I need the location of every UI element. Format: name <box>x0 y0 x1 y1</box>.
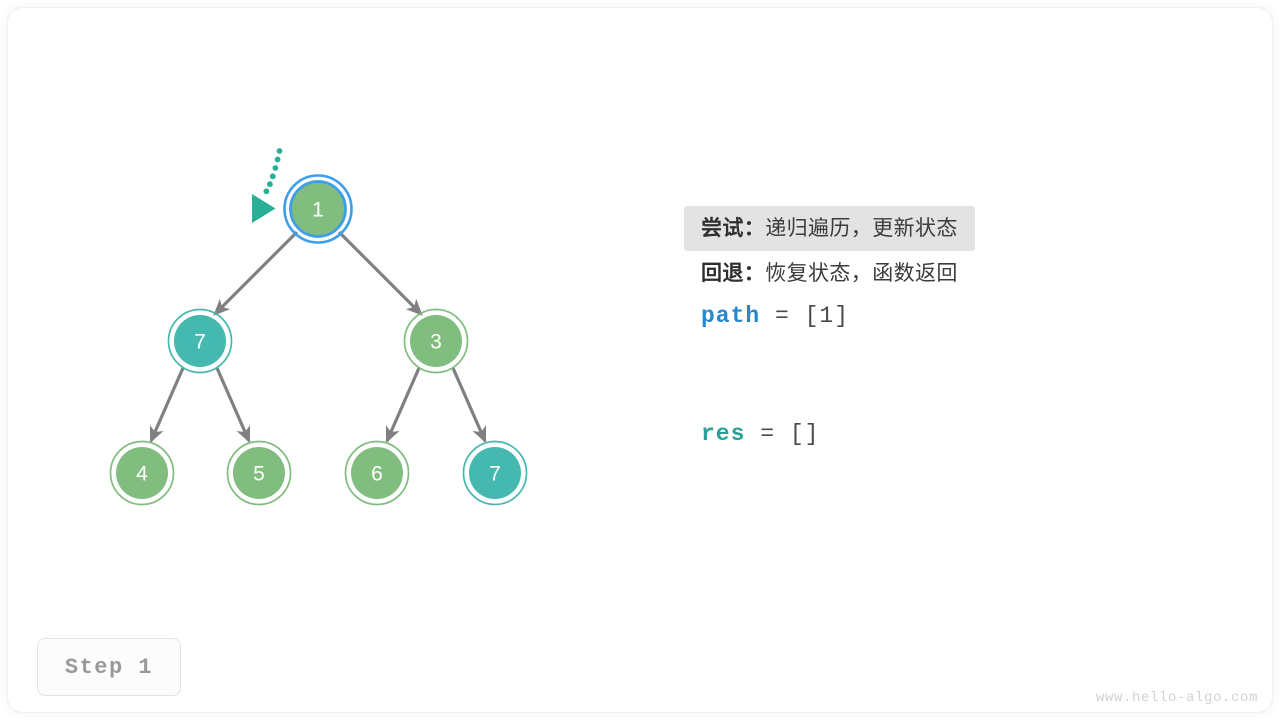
node-value-label: 7 <box>194 331 206 354</box>
node-outer-ring <box>462 440 528 506</box>
cursor-trail-dot <box>272 165 279 171</box>
try-line: 尝试：递归遍历，更新状态 <box>684 206 975 251</box>
backtrack-row: 回退：恢复状态，函数返回 <box>684 251 1244 296</box>
path-state-line: path = [1] <box>684 296 1244 336</box>
tree-node-7[interactable]: 7 <box>462 440 528 506</box>
try-text: 递归遍历，更新状态 <box>765 217 958 240</box>
node-body <box>116 447 168 499</box>
node-body <box>289 180 347 238</box>
backtrack-text: 恢复状态，函数返回 <box>765 262 958 285</box>
traversal-cursor-icon <box>252 148 283 223</box>
cursor-trail-dot <box>276 148 283 154</box>
node-value-label: 4 <box>136 463 148 486</box>
figure-card <box>8 8 1272 712</box>
state-panel: 尝试：递归遍历，更新状态 回退：恢复状态，函数返回 path = [1] res… <box>684 206 1244 454</box>
tree-node-6[interactable]: 6 <box>344 440 410 506</box>
edge-n3-n7 <box>451 367 487 444</box>
backtrack-label: 回退： <box>701 262 766 285</box>
edge-n1-n3 <box>337 230 423 316</box>
tree-node-5[interactable]: 5 <box>226 440 292 506</box>
node-outer-ring <box>344 440 410 506</box>
step-badge-label: Step 1 <box>64 654 154 680</box>
res-variable-value: = [] <box>745 421 820 447</box>
tree-node-4[interactable]: 4 <box>109 440 175 506</box>
node-outer-ring <box>226 440 292 506</box>
step-badge: Step 1 <box>37 638 181 696</box>
tree-node-3[interactable]: 3 <box>403 308 469 374</box>
path-variable-value: = [1] <box>760 303 850 329</box>
tree-node-1[interactable]: 1 <box>283 174 353 244</box>
cursor-trail-dot <box>269 173 276 180</box>
cursor-arrowhead-icon <box>252 194 276 223</box>
node-value-label: 3 <box>430 331 442 354</box>
cursor-trail-dot <box>263 188 270 195</box>
node-body <box>174 315 226 367</box>
edge-n2-n4 <box>149 367 185 444</box>
try-label: 尝试： <box>701 217 766 240</box>
res-state-line: res = [] <box>684 414 1244 454</box>
node-body <box>410 315 462 367</box>
node-outer-ring <box>283 174 353 244</box>
panel-spacer <box>684 336 1244 414</box>
node-value-label: 5 <box>253 463 265 486</box>
node-body <box>469 447 521 499</box>
node-outer-ring <box>403 308 469 374</box>
backtrack-line: 回退：恢复状态，函数返回 <box>684 251 975 296</box>
edge-n3-n6 <box>385 367 421 444</box>
node-outer-ring <box>109 440 175 506</box>
tree-node-2[interactable]: 7 <box>167 308 233 374</box>
watermark: www.hello-algo.com <box>1096 690 1258 706</box>
node-value-label: 1 <box>312 199 324 222</box>
cursor-trail-dot <box>267 181 273 188</box>
node-body <box>233 447 285 499</box>
path-variable-name: path <box>701 303 761 329</box>
node-value-label: 7 <box>489 463 501 486</box>
tree-nodes: 1 7 3 4 <box>109 174 528 506</box>
res-variable-name: res <box>701 421 746 447</box>
node-outer-ring <box>167 308 233 374</box>
edge-n1-n2 <box>213 230 299 316</box>
tree-edges <box>149 230 487 444</box>
binary-tree-diagram: 1 7 3 4 <box>109 148 528 506</box>
node-value-label: 6 <box>371 463 383 486</box>
cursor-trail-dot <box>274 156 281 163</box>
watermark-text: www.hello-algo.com <box>1095 690 1258 706</box>
try-row: 尝试：递归遍历，更新状态 <box>684 206 1244 251</box>
edge-n2-n5 <box>215 367 251 444</box>
node-body <box>351 447 403 499</box>
